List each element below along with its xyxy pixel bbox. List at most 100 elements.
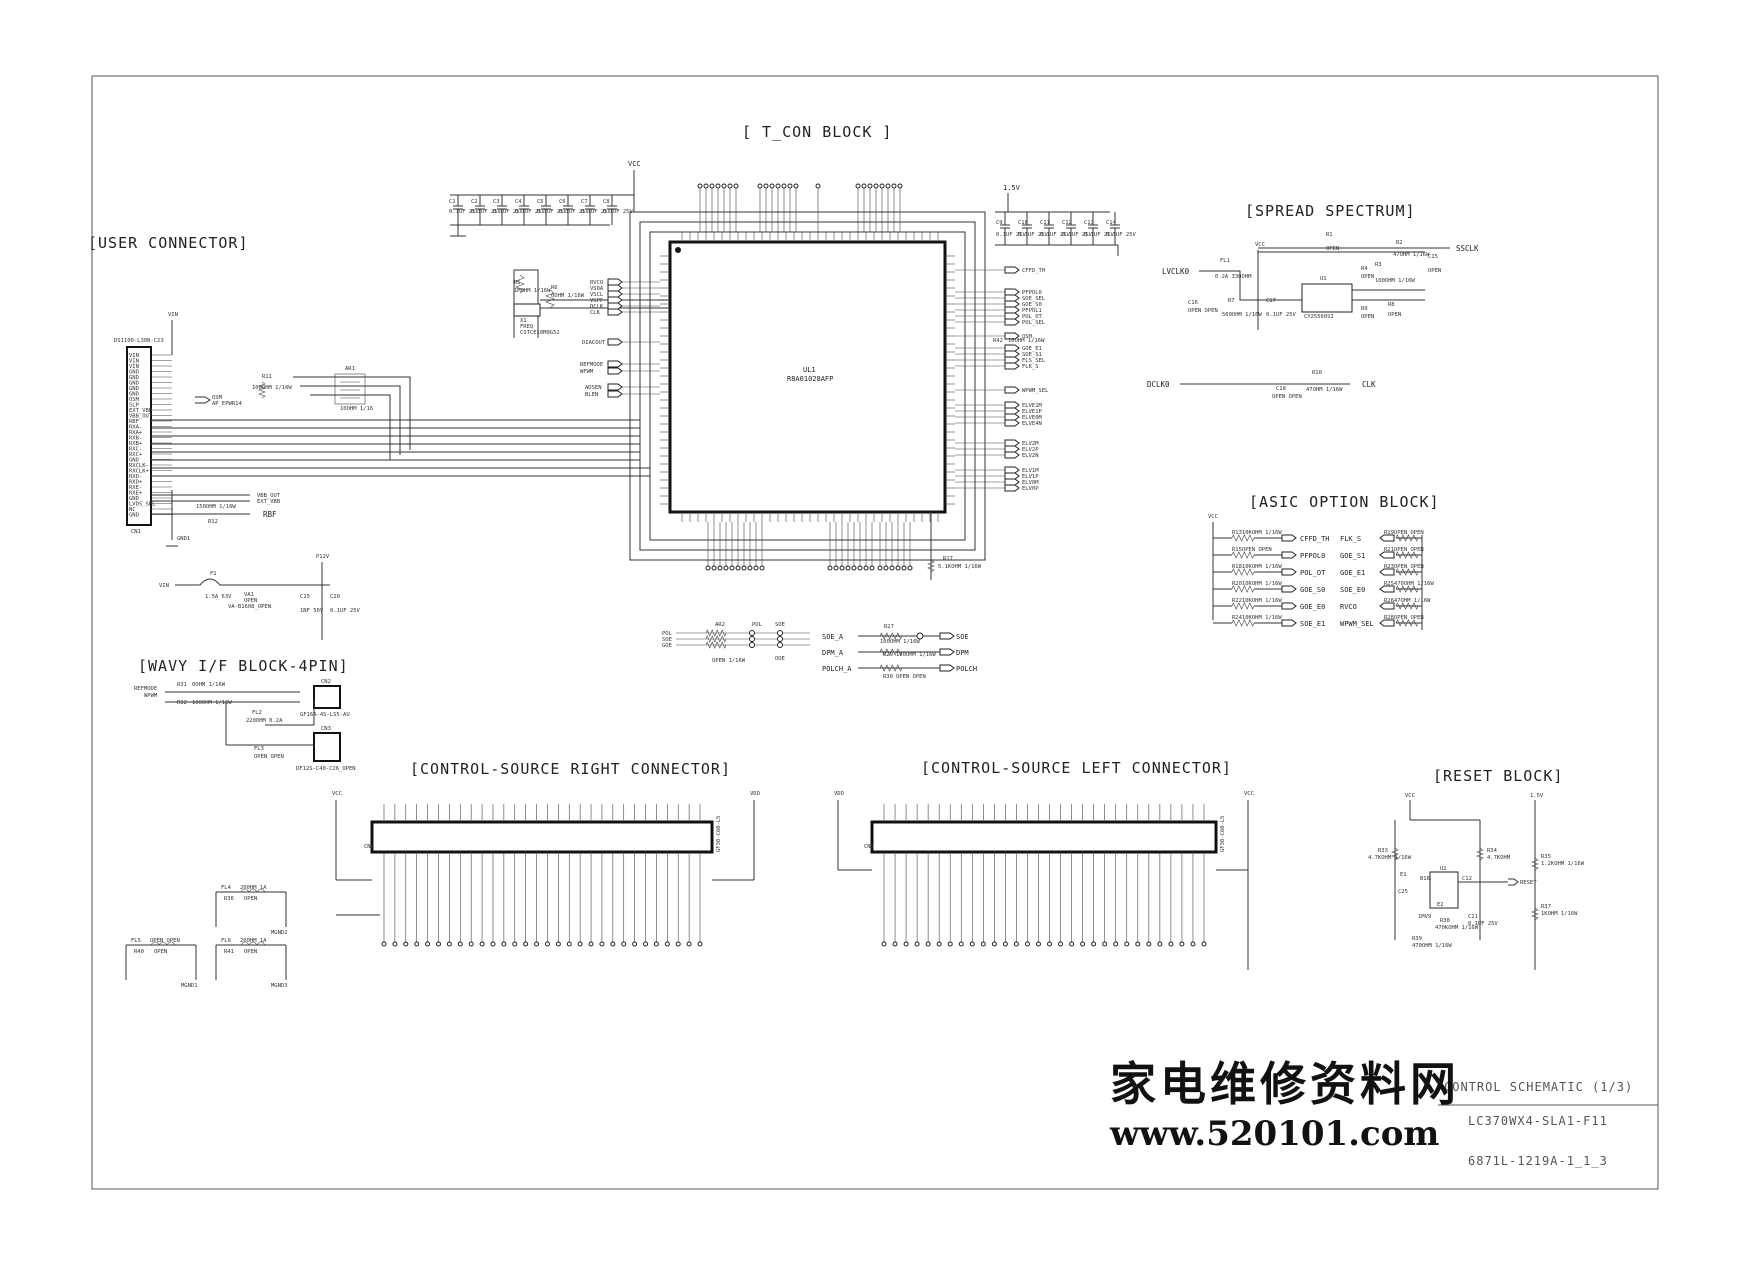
rbf-label: RBF [263, 510, 277, 519]
top-net-port [891, 183, 897, 189]
connector-port [490, 941, 496, 947]
r32-ref: R32 [177, 700, 187, 706]
clk-out-label: CLK [1362, 380, 1376, 389]
rst-vcc: VCC [1405, 793, 1415, 799]
tcon-output-label: ELVE4N [1022, 421, 1042, 427]
connector-port [1157, 941, 1163, 947]
ss-r10-ref: R10 [1312, 370, 1322, 376]
csl-conn-ref: CN5 [864, 844, 874, 850]
x1-ref: X1 [520, 318, 527, 324]
tcon-output-label: ELV2N [1022, 453, 1039, 459]
ar2-ref: AR2 [715, 622, 725, 628]
tcon-input-port [607, 296, 623, 304]
reset-ic-u2 [1429, 871, 1459, 909]
filter-r-val: OPEN [154, 949, 167, 955]
bottom-net-port [741, 565, 747, 571]
connector-port [610, 941, 616, 947]
cap-ref-right: C14 [1106, 220, 1117, 226]
cap-ref-top: C6 [559, 199, 566, 205]
ss-ic-u1 [1301, 283, 1353, 313]
connector-port [555, 941, 561, 947]
top-net-port [885, 183, 891, 189]
asic-res-label: R1810KOHM 1/16W [1232, 564, 1282, 570]
connector-port [914, 941, 920, 947]
resistor [1231, 568, 1255, 576]
asic-net-label: RVCO [1340, 603, 1357, 611]
r31-ref: R31 [177, 682, 187, 688]
r34-ref: R34 [1487, 848, 1498, 854]
r42-val: 10OHM 1/16W [1008, 338, 1045, 344]
filter-gnd: MGND1 [181, 983, 198, 989]
tcon-output-port [1004, 439, 1020, 447]
bottom-net-port [753, 565, 759, 571]
tcon-output-port [1004, 312, 1020, 320]
cn1-pin-label: SLP [129, 403, 140, 409]
connector-port [653, 941, 659, 947]
tcon-output-port [1004, 318, 1020, 326]
tcon-input-port [607, 383, 623, 391]
cap-val-right: 0.1UF 25V [1018, 232, 1048, 238]
connector-port [1124, 941, 1130, 947]
cn2-ref: CN2 [321, 679, 331, 685]
mid-out-port [939, 664, 955, 672]
connector-port [1091, 941, 1097, 947]
cn2-part: GF16A-4S-LS5-AU [300, 712, 350, 718]
watermark-url: www.520101.com [1109, 1114, 1439, 1154]
asic-res-label: R2010KOHM 1/16W [1232, 581, 1282, 587]
cap-val-top: 0.1UF 25V [581, 209, 611, 215]
filter-r-ref: R36 [224, 896, 234, 902]
tcon-output-port [1004, 407, 1020, 415]
connector-port [381, 941, 387, 947]
cap-ref-right: C9 [996, 220, 1003, 226]
r37-val: 1KOHM 1/16W [1541, 911, 1578, 917]
connector-port [947, 941, 953, 947]
r11-ref: R11 [262, 374, 272, 380]
tcon-input-port [607, 278, 623, 286]
asic-res-label: R19OPEN OPEN [1384, 530, 1424, 536]
bottom-net-port [907, 565, 913, 571]
r34-val: 4.7KOHM [1487, 855, 1511, 861]
tcon-output-port [1004, 386, 1020, 394]
va1-val: OPEN [244, 598, 257, 604]
asic-net-label: POL_OT [1300, 569, 1326, 577]
cap-ref-right: C11 [1040, 220, 1050, 226]
inductor [240, 888, 266, 893]
test-point [749, 636, 755, 642]
cn1-pin-label: GND [129, 386, 139, 392]
rst-pin-e1: E1 [1400, 872, 1407, 878]
csr-conn-ref: CN4 [364, 844, 375, 850]
bottom-net-port [747, 565, 753, 571]
cs-right-connector [370, 820, 714, 854]
rst-pin-b16: B16 [1420, 876, 1430, 882]
tcon-input-port [607, 302, 623, 310]
asic-net-label: WPWM_SEL [1340, 620, 1374, 628]
connector-port [588, 941, 594, 947]
tcon-output-port [1004, 419, 1020, 427]
r6-val: 0OHM 1/16W [551, 293, 585, 299]
bottom-net-port [729, 565, 735, 571]
ss-c15-ref: C15 [1428, 254, 1438, 260]
top-net-port [697, 183, 703, 189]
c21-ref: C21 [1468, 914, 1478, 920]
tcon-input-label: VSDA [590, 286, 604, 292]
gnd1-label: GND1 [177, 536, 190, 542]
top-net-port [861, 183, 867, 189]
filter-r-ref: R41 [224, 949, 234, 955]
resistor [705, 635, 727, 643]
bottom-net-port [827, 565, 833, 571]
connector-port [1069, 941, 1075, 947]
dclk-in-label: DCLK0 [1147, 380, 1170, 389]
ss-out-label: SSCLK [1456, 244, 1479, 253]
mid-out-label: SOE [956, 633, 969, 641]
ss-c18-val: OPEN OPEN [1272, 394, 1302, 400]
filter-val: 200HM 1A [240, 938, 267, 944]
cs-right-title: [CONTROL-SOURCE RIGHT CONNECTOR] [410, 760, 731, 778]
cap-val-right: 0.1UF 25V [996, 232, 1026, 238]
r38-val: 470KOHM 1/16W [1435, 925, 1479, 931]
bottom-net-port [889, 565, 895, 571]
r17-ref: R17 [943, 556, 953, 562]
top-net-port [763, 183, 769, 189]
r33-val: 4.7KOHM 1/16W [1368, 855, 1412, 861]
cap-ref-top: C5 [537, 199, 544, 205]
